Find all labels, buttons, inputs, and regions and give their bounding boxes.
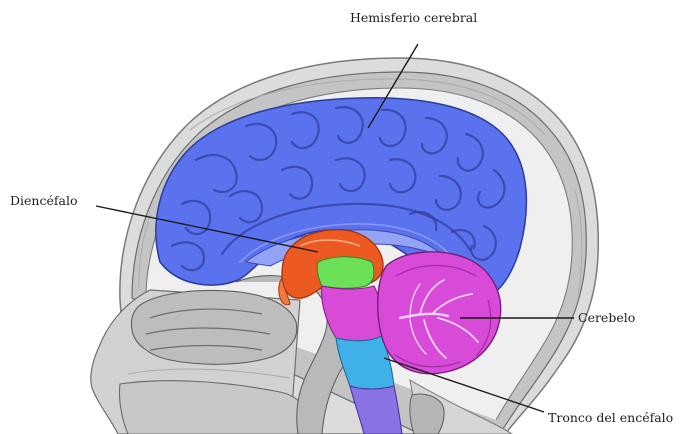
label-cerebral-hemisphere: Hemisferio cerebral <box>350 10 477 25</box>
midbrain <box>317 257 374 289</box>
label-diencephalon: Diencéfalo <box>10 193 77 208</box>
label-brainstem: Tronco del encéfalo <box>548 410 673 425</box>
label-cerebellum: Cerebelo <box>578 310 635 325</box>
